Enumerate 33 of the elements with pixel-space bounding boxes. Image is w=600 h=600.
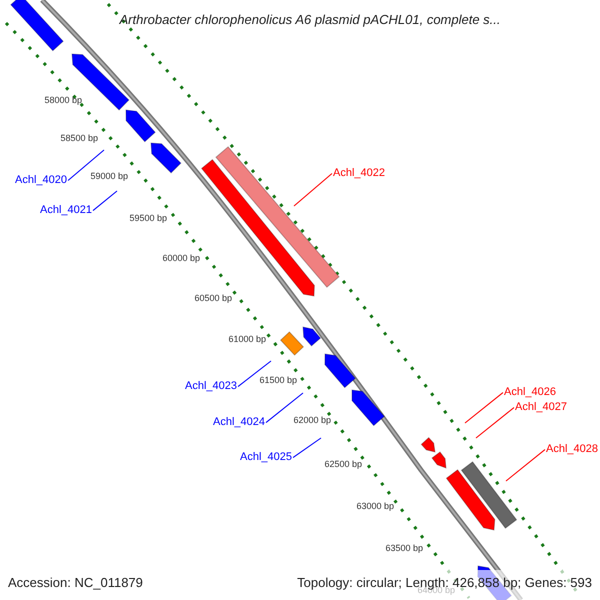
gene-label: Achl_4027	[515, 402, 567, 412]
leader-line	[266, 392, 304, 424]
accession-text: Accession: NC_011879	[8, 576, 143, 588]
scale-label: 63000 bp	[356, 502, 394, 510]
scale-label: 60000 bp	[162, 254, 200, 262]
leader-line	[92, 190, 118, 212]
leader-line	[476, 407, 514, 438]
title: Arthrobacter chlorophenolicus A6 plasmid pACHL01, complete s...	[119, 12, 501, 26]
leader-line	[506, 449, 546, 482]
leader-line	[464, 392, 504, 424]
gene-label: Achl_4021	[40, 204, 92, 216]
scale-label: 61500 bp	[259, 376, 297, 384]
genome-stats-text: Topology: circular; Length: 426,858 bp; Genes: 593	[297, 576, 592, 588]
leader-line	[68, 150, 104, 182]
gene-label: Achl_4024	[213, 416, 265, 428]
leader-line	[294, 173, 332, 206]
gene-label: Achl_4025	[240, 452, 292, 462]
scale-label: 62500 bp	[324, 460, 362, 468]
scale-label: 62000 bp	[293, 416, 331, 424]
gene-label: Achl_4022	[333, 168, 385, 178]
leader-line	[238, 360, 272, 388]
scale-label: 58000 bp	[44, 96, 82, 104]
leader-line	[292, 438, 322, 458]
gene-label: Achl_4020	[15, 174, 67, 186]
scale-label: 59500 bp	[129, 214, 167, 222]
gene-label: Achl_4028	[546, 444, 598, 454]
scale-label: 60500 bp	[194, 294, 232, 302]
scale-label: 63500 bp	[385, 544, 423, 552]
scale-label: 61000 bp	[228, 334, 266, 344]
gene-label: Achl_4026	[504, 386, 556, 398]
gene-label: Achl_4023	[185, 380, 237, 392]
scale-label: 59000 bp	[90, 172, 128, 180]
scale-label: 58500 bp	[60, 134, 98, 142]
